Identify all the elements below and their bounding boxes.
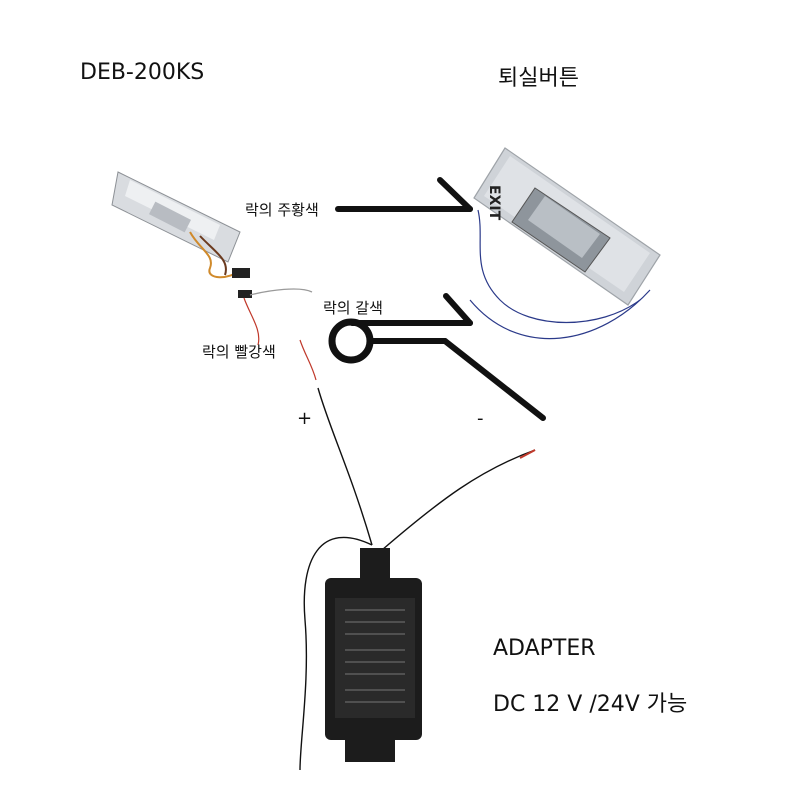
plus-sign-label: + bbox=[297, 408, 313, 429]
minus-sign-label: - bbox=[477, 408, 484, 429]
lock-device-image bbox=[111, 171, 317, 381]
lock-red-wire-label: 락의 빨강색 bbox=[202, 343, 276, 361]
exit-button-image bbox=[469, 147, 661, 340]
orange-wire-line bbox=[335, 177, 473, 212]
exit-text: EXIT bbox=[486, 185, 502, 221]
lock-orange-wire-label: 락의 주황색 bbox=[245, 201, 319, 219]
adapter-image bbox=[325, 548, 422, 762]
adapter-spec-label: DC 12 V /24V 가능 bbox=[493, 692, 688, 717]
exit-button-label: 퇴실버튼 bbox=[498, 66, 579, 91]
adapter-wires bbox=[299, 387, 536, 771]
lock-model-label: DEB-200KS bbox=[80, 60, 205, 85]
adapter-label: ADAPTER bbox=[493, 636, 596, 661]
brown-wire-line bbox=[328, 293, 546, 421]
lock-brown-wire-label: 락의 갈색 bbox=[323, 299, 383, 317]
